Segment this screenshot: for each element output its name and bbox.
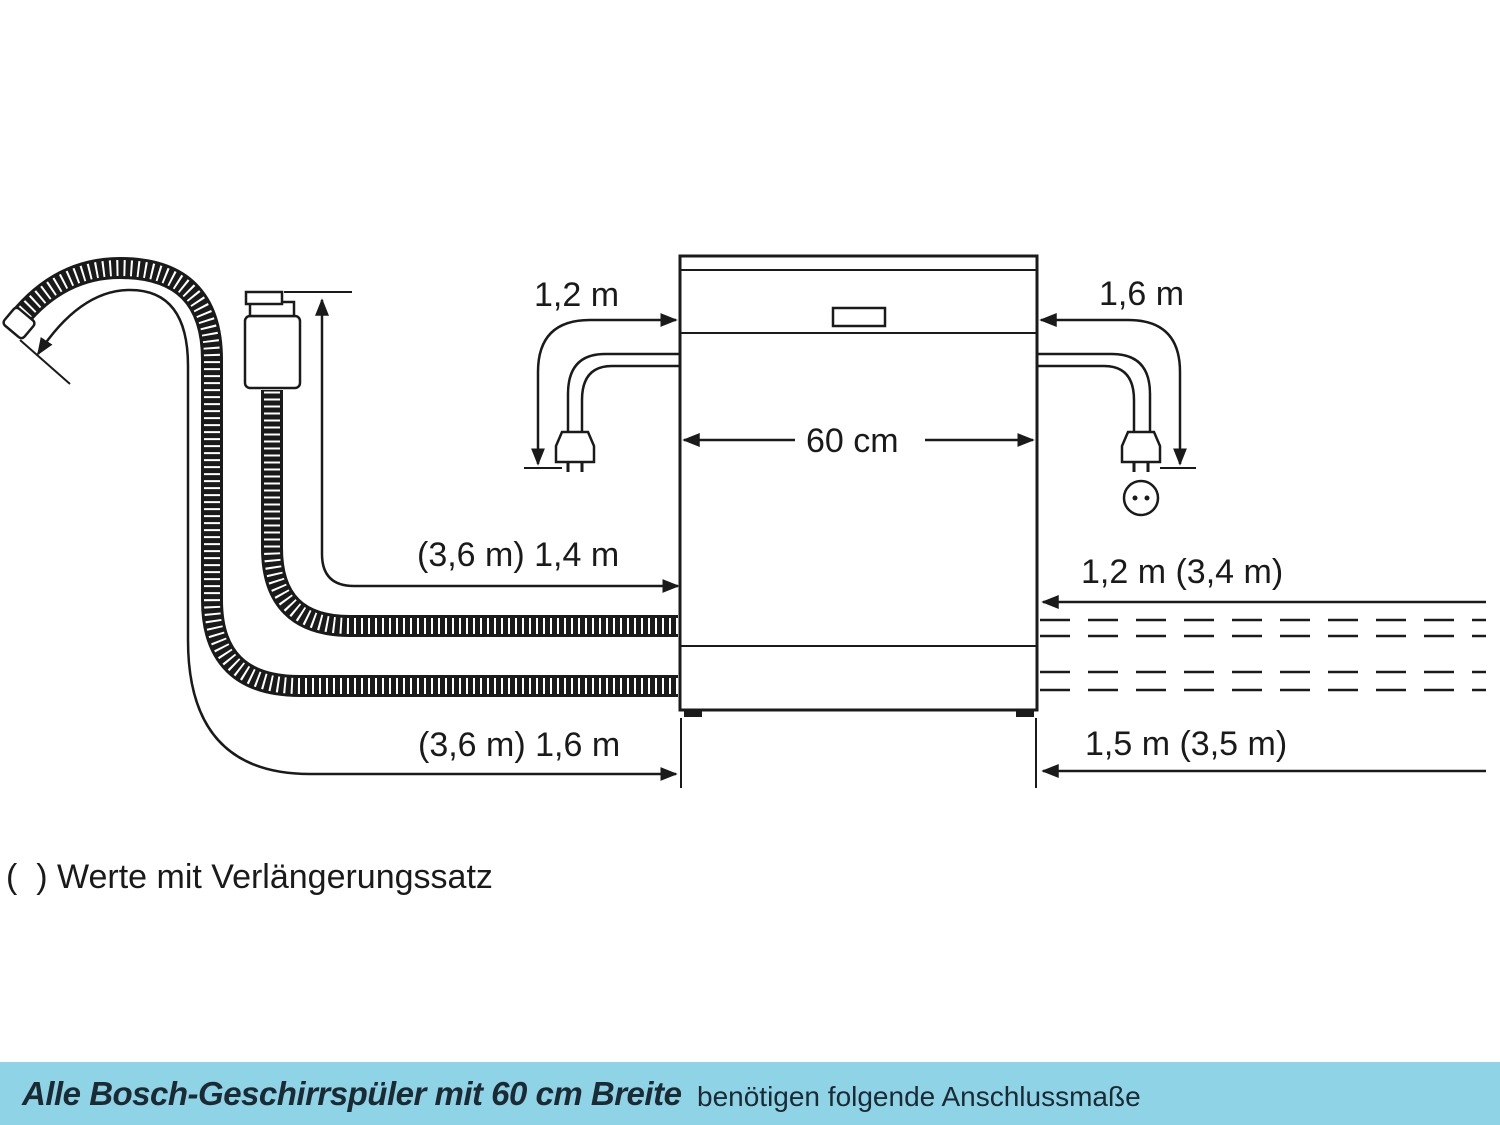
- footer-bar: [0, 1062, 1500, 1125]
- connection-diagram: [2, 254, 1486, 788]
- reference-lines: [680, 718, 1037, 788]
- footer-subline: benötigen folgende Anschlussmaße: [697, 1081, 1141, 1112]
- power-cable-left: [524, 313, 680, 472]
- socket-icon: [1122, 479, 1160, 517]
- inlet-lower-length: 1,5 m (3,5 m): [1085, 725, 1288, 763]
- drain-upper-length: (3,6 m) 1,4 m: [417, 536, 620, 574]
- drain-lower-length: (3,6 m) 1,6 m: [418, 726, 621, 764]
- power-left-length: 1,2 m: [534, 276, 620, 314]
- inlet-hoses: [1040, 595, 1486, 778]
- dishwasher: [678, 254, 1039, 717]
- legend-note: ( ) Werte mit Verlängerungssatz: [6, 858, 493, 896]
- drain-hose-lower: [2, 256, 678, 781]
- power-cable-right: [1037, 313, 1196, 472]
- inlet-upper-length: 1,2 m (3,4 m): [1081, 553, 1284, 591]
- power-right-length: 1,6 m: [1099, 275, 1185, 313]
- width-label: 60 cm: [806, 422, 899, 460]
- footer-headline: Alle Bosch-Geschirrspüler mit 60 cm Brei…: [22, 1075, 682, 1112]
- drain-hose-upper: [243, 290, 680, 637]
